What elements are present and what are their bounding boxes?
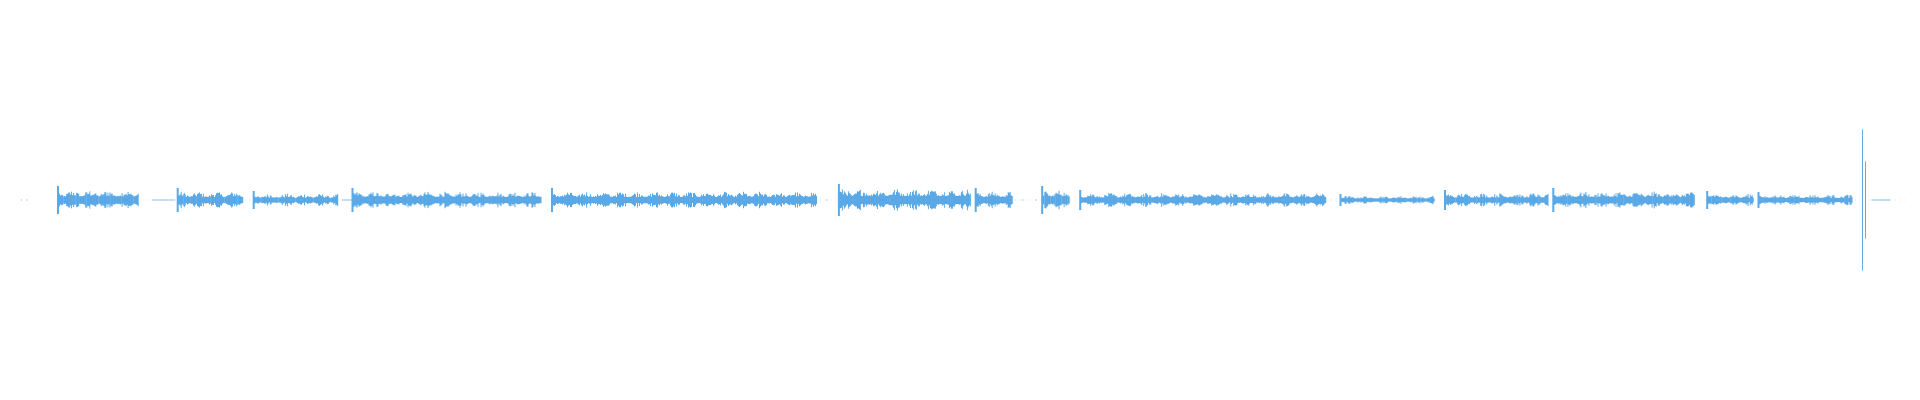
waveform-segment — [1552, 188, 1695, 212]
waveform-segment — [837, 184, 971, 216]
waveform-segment — [1757, 192, 1853, 208]
waveform-segment — [1871, 199, 1891, 201]
waveform-segment — [1079, 190, 1327, 210]
waveform-segment — [342, 199, 352, 201]
waveform-segment — [1706, 191, 1754, 209]
waveform-segment — [1444, 190, 1549, 210]
waveform-segment — [57, 186, 139, 214]
waveform-segment — [1862, 129, 1866, 271]
waveform-segment — [974, 188, 1013, 212]
waveform-segment — [1041, 186, 1070, 214]
waveform-segment — [551, 188, 817, 212]
waveform-segment — [176, 188, 244, 212]
waveform-segment — [152, 199, 175, 201]
waveform-segment — [252, 191, 339, 209]
waveform-segment — [351, 188, 542, 212]
waveform-segment — [1339, 194, 1435, 206]
